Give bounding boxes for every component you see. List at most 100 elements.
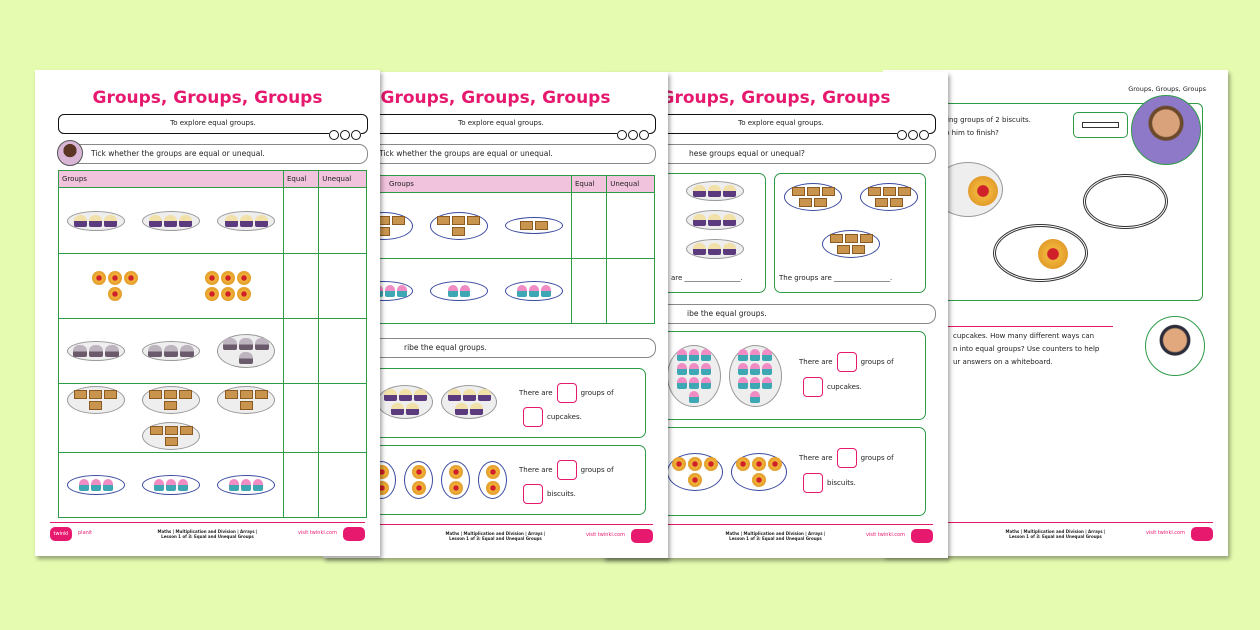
flapjack-icon bbox=[520, 221, 534, 230]
equal-cell[interactable] bbox=[570, 192, 608, 259]
cupcake-icon bbox=[391, 403, 404, 415]
cupcake-icon bbox=[406, 403, 419, 415]
jam-biscuit-icon bbox=[107, 271, 122, 285]
pink-cupcake-icon bbox=[396, 285, 407, 297]
equal-cell[interactable] bbox=[282, 253, 320, 319]
cupcake-icon bbox=[708, 184, 721, 197]
unequal-cell[interactable] bbox=[318, 452, 367, 518]
cupcake-icon bbox=[470, 403, 483, 415]
cupcake-icon bbox=[693, 213, 706, 226]
food-group bbox=[86, 268, 144, 304]
pink-cupcake-icon bbox=[459, 285, 470, 297]
flapjack-icon bbox=[104, 390, 118, 399]
food-group bbox=[685, 209, 744, 230]
pink-cupcake-icon bbox=[153, 479, 164, 491]
equal-cell[interactable] bbox=[282, 187, 320, 254]
food-group bbox=[404, 461, 433, 499]
jam-biscuit-icon bbox=[752, 457, 766, 471]
flapjack-icon bbox=[791, 187, 805, 197]
food-group bbox=[685, 180, 744, 201]
equal-cell[interactable] bbox=[282, 318, 320, 384]
jam-biscuit-icon bbox=[236, 271, 251, 285]
flapjack-icon bbox=[224, 390, 238, 399]
food-group bbox=[141, 386, 200, 414]
visit-link[interactable]: visit twinkl.com bbox=[297, 530, 337, 536]
food-group bbox=[377, 385, 433, 419]
flapjack-icon bbox=[844, 233, 858, 243]
answer-box[interactable] bbox=[556, 383, 577, 403]
pink-cupcake-icon bbox=[700, 377, 711, 389]
flapjack-icon bbox=[890, 198, 903, 208]
flapjack-icon bbox=[821, 187, 835, 197]
flapjack-icon bbox=[239, 401, 253, 410]
food-group bbox=[667, 453, 723, 491]
food-group bbox=[217, 386, 276, 414]
flapjack-icon bbox=[897, 187, 911, 197]
cupcake-icon bbox=[723, 243, 736, 256]
flapjack-icon bbox=[882, 187, 896, 197]
pink-cupcake-icon bbox=[102, 479, 113, 491]
answer-box[interactable] bbox=[556, 460, 577, 480]
cupcake-icon bbox=[413, 389, 427, 401]
pink-cupcake-icon bbox=[384, 285, 395, 297]
food-group bbox=[441, 461, 470, 499]
muffin-icon bbox=[255, 338, 270, 350]
pink-cupcake-icon bbox=[165, 479, 176, 491]
instruction-bar: Tick whether the groups are equal or une… bbox=[58, 144, 368, 164]
cupcake-icon bbox=[723, 213, 736, 226]
food-group bbox=[217, 475, 276, 495]
footer: twinkl planit Maths | Multiplication and… bbox=[50, 522, 365, 548]
group-box-left: are ________________. bbox=[626, 173, 766, 293]
answer-box[interactable] bbox=[803, 377, 823, 397]
food-group bbox=[685, 239, 744, 260]
answer-box[interactable] bbox=[523, 484, 543, 504]
answer-box[interactable] bbox=[836, 448, 857, 468]
unequal-cell[interactable] bbox=[318, 187, 367, 254]
answer-box[interactable] bbox=[803, 473, 823, 493]
jam-biscuit-icon bbox=[688, 473, 702, 487]
food-groups-illustration bbox=[62, 475, 280, 495]
food-groups-illustration bbox=[667, 338, 782, 414]
cupcake-icon bbox=[104, 214, 118, 227]
food-group bbox=[217, 334, 276, 368]
equal-cell[interactable] bbox=[282, 383, 320, 453]
jam-biscuit-icon bbox=[204, 287, 219, 301]
flapjack-icon bbox=[467, 215, 481, 225]
cupcake-icon bbox=[179, 214, 193, 227]
unequal-cell[interactable] bbox=[318, 383, 367, 453]
worksheet-page-1: Groups, Groups, Groups To explore equal … bbox=[35, 70, 380, 556]
unequal-cell[interactable] bbox=[606, 258, 655, 324]
answer-box[interactable] bbox=[523, 407, 543, 427]
flapjack-icon bbox=[74, 390, 88, 399]
table-row bbox=[58, 187, 367, 254]
pink-cupcake-icon bbox=[78, 479, 89, 491]
table-row bbox=[58, 383, 367, 453]
cupcake-icon bbox=[239, 214, 253, 227]
flapjack-icon bbox=[392, 215, 406, 225]
food-group bbox=[429, 281, 488, 301]
unequal-cell[interactable] bbox=[606, 192, 655, 259]
pink-cupcake-icon bbox=[738, 377, 749, 389]
unequal-cell[interactable] bbox=[318, 318, 367, 384]
equal-cell[interactable] bbox=[282, 452, 320, 518]
muffin-icon bbox=[239, 338, 254, 350]
answer-box[interactable] bbox=[836, 352, 857, 372]
equal-cell[interactable] bbox=[570, 258, 608, 324]
food-group bbox=[667, 345, 721, 407]
unequal-cell[interactable] bbox=[318, 253, 367, 319]
jam-biscuit-icon bbox=[411, 481, 426, 495]
footer: Maths | Multiplication and Division | Ar… bbox=[338, 524, 653, 550]
cupcake-icon bbox=[723, 184, 736, 197]
page-header: Groups, Groups, Groups bbox=[1128, 85, 1206, 93]
footer-text: Maths | Multiplication and Division | Ar… bbox=[157, 529, 258, 539]
header-unequal: Unequal bbox=[318, 170, 367, 188]
pink-cupcake-icon bbox=[676, 377, 687, 389]
jam-biscuit-icon bbox=[123, 271, 138, 285]
food-groups-illustration bbox=[779, 178, 923, 263]
food-groups-illustration bbox=[667, 434, 787, 510]
jam-biscuit-icon bbox=[768, 457, 782, 471]
muffin-icon bbox=[239, 352, 254, 364]
cupcake-icon bbox=[708, 243, 721, 256]
